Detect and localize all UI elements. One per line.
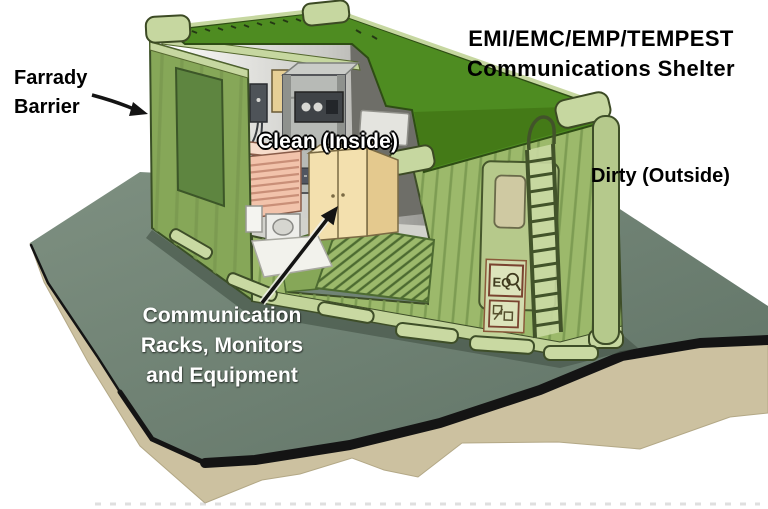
placards: EQ — [482, 258, 528, 334]
roof-rib-marks — [191, 16, 378, 40]
diagram-title: EMI/EMC/EMP/TEMPEST Communications Shelt… — [436, 24, 766, 84]
base-skids — [168, 228, 599, 361]
clean-inside-label: Clean (Inside) — [257, 130, 399, 153]
diagram-title-line1: EMI/EMC/EMP/TEMPEST — [468, 26, 734, 51]
faraday-barrier-panel — [174, 66, 226, 208]
diagram-title-line2: Communications Shelter — [467, 56, 735, 81]
comm-equipment-label: Communication Racks, Monitors and Equipm… — [140, 304, 304, 387]
foreground-equipment — [245, 140, 399, 278]
faraday-barrier-label: Farrady Barrier — [14, 67, 88, 118]
corner-post — [592, 115, 620, 345]
equipment-arrow — [259, 206, 338, 306]
cutaway-grate — [314, 222, 436, 304]
dirty-outside-label: Dirty (Outside) — [591, 165, 730, 187]
terrain-crevice — [200, 335, 768, 468]
ladder — [525, 115, 563, 339]
faraday-arrow — [91, 93, 148, 116]
monitor-desk — [245, 205, 334, 278]
